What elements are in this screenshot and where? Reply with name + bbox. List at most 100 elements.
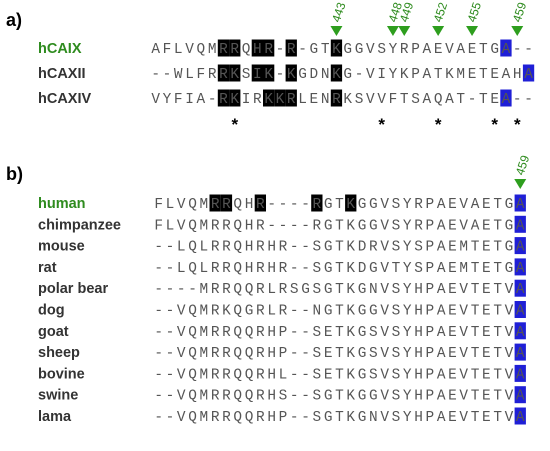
panel-b-label: b) xyxy=(6,164,23,184)
species-name: lama xyxy=(38,409,72,425)
residue: - xyxy=(166,367,175,383)
residue: E xyxy=(448,282,457,298)
residue: E xyxy=(482,346,491,362)
residue: G xyxy=(324,410,333,426)
residue: A xyxy=(502,67,511,83)
residue: - xyxy=(290,325,299,341)
residue: A xyxy=(516,261,525,277)
residue: H xyxy=(253,42,262,58)
conserved-residue-box xyxy=(263,64,275,82)
residue: R xyxy=(211,410,220,426)
residue-459-box xyxy=(514,258,526,276)
residue: R xyxy=(222,282,231,298)
residue: - xyxy=(166,410,175,426)
residue: I xyxy=(253,67,262,83)
residue-459-box xyxy=(514,386,526,404)
residue: G xyxy=(358,389,367,405)
residue: Q xyxy=(188,240,197,256)
residue: K xyxy=(222,304,231,320)
residue: K xyxy=(445,67,454,83)
conserved-residue-box xyxy=(217,39,230,57)
residue-459-box xyxy=(514,194,526,212)
residue: V xyxy=(177,304,186,320)
residue: S xyxy=(313,367,322,383)
residue: S xyxy=(279,389,288,405)
residue: R xyxy=(211,197,220,213)
residue: T xyxy=(335,304,344,320)
residue: Y xyxy=(163,92,172,108)
residue: Q xyxy=(245,282,254,298)
residue: - xyxy=(166,389,175,405)
residue: I xyxy=(185,92,194,108)
residue: H xyxy=(267,261,276,277)
residue: M xyxy=(200,304,209,320)
residue: G xyxy=(358,282,367,298)
residue: T xyxy=(471,261,480,277)
residue: Q xyxy=(233,197,242,213)
residue: P xyxy=(426,410,435,426)
residue: - xyxy=(301,240,310,256)
residue: Q xyxy=(188,304,197,320)
residue: S xyxy=(414,261,423,277)
residue: A xyxy=(445,92,454,108)
residue: E xyxy=(482,304,491,320)
residue: R xyxy=(332,92,341,108)
residue: T xyxy=(335,325,344,341)
residue: A xyxy=(197,92,206,108)
residue: - xyxy=(188,282,197,298)
residue: R xyxy=(211,346,220,362)
residue: S xyxy=(313,261,322,277)
position-label: 443 xyxy=(329,0,349,24)
residue: D xyxy=(358,261,367,277)
residue: T xyxy=(479,67,488,83)
residue: Y xyxy=(403,240,412,256)
residue: A xyxy=(151,42,160,58)
residue: G xyxy=(358,367,367,383)
residue: A xyxy=(437,389,446,405)
species-name: hCAXII xyxy=(38,66,86,82)
residue: G xyxy=(324,261,333,277)
residue: R xyxy=(287,92,296,108)
residue: V xyxy=(177,325,186,341)
residue: V xyxy=(459,389,468,405)
residue: V xyxy=(459,197,468,213)
residue: P xyxy=(411,42,420,58)
residue: V xyxy=(177,197,186,213)
residue: V xyxy=(505,282,514,298)
residue: R xyxy=(256,410,265,426)
residue: Q xyxy=(233,367,242,383)
residue: E xyxy=(490,92,499,108)
residue: K xyxy=(346,389,355,405)
residue: N xyxy=(321,92,330,108)
residue: S xyxy=(411,92,420,108)
residue: P xyxy=(426,325,435,341)
residue: I xyxy=(242,92,251,108)
residue: M xyxy=(200,218,209,234)
residue: R xyxy=(256,240,265,256)
residue: P xyxy=(279,410,288,426)
species-name: goat xyxy=(38,324,69,340)
residue: K xyxy=(346,218,355,234)
residue: Y xyxy=(403,410,412,426)
residue: R xyxy=(279,261,288,277)
residue: S xyxy=(392,282,401,298)
residue: T xyxy=(335,197,344,213)
residue: S xyxy=(392,304,401,320)
residue: - xyxy=(298,42,307,58)
residue: G xyxy=(358,346,367,362)
residue: A xyxy=(437,282,446,298)
residue: L xyxy=(177,240,186,256)
residue: - xyxy=(301,197,310,213)
residue: A xyxy=(516,367,525,383)
residue: S xyxy=(369,346,378,362)
residue: S xyxy=(392,197,401,213)
residue: R xyxy=(279,304,288,320)
residue: Y xyxy=(403,367,412,383)
residue: H xyxy=(267,240,276,256)
residue: Q xyxy=(233,218,242,234)
residue: E xyxy=(448,240,457,256)
residue: K xyxy=(346,304,355,320)
residue: T xyxy=(400,92,409,108)
residue: Q xyxy=(245,389,254,405)
residue: - xyxy=(290,261,299,277)
